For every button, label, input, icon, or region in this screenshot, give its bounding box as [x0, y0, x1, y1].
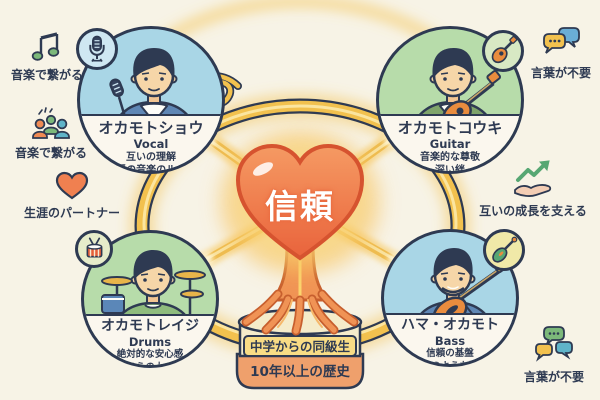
heart-icon	[55, 171, 89, 200]
music-note-icon	[31, 32, 60, 61]
foundation-line1: 中学からの同級生	[249, 339, 350, 354]
annotation-label: 言葉が不要	[523, 370, 584, 384]
member-circle-guitar: オカモトコウキ Guitar 音楽的な尊敬 深い絆	[376, 26, 524, 174]
annotation-label: 生涯のパートナー	[23, 206, 120, 220]
speech-bubbles-icon	[543, 27, 580, 54]
microphone-icon	[76, 28, 118, 70]
member-name: オカモトコウキ	[397, 119, 503, 137]
vocal-portrait	[109, 48, 198, 143]
speech-bubbles-icon	[535, 326, 573, 362]
member-trait: 絶対的な安心感	[116, 349, 184, 360]
people-icon	[32, 107, 70, 139]
member-name: ハマ・オカモト	[401, 317, 499, 333]
growth-hand-icon	[514, 160, 552, 197]
annotation-no-words-needed-top: 言葉が不要	[522, 24, 600, 81]
member-role: Guitar	[429, 137, 471, 151]
microphone-prop	[109, 78, 125, 97]
foundation-line2: 10年以上の歴史	[250, 364, 350, 380]
annotation-label: 言葉が不要	[530, 66, 591, 80]
member-trait: 深い絆	[435, 165, 465, 174]
member-role: Vocal	[133, 137, 169, 151]
annotation-label: 音楽で繋がる	[10, 68, 83, 82]
member-circle-vocal: オカモトショウ Vocal 互いの理解 共通の音楽のルーツ	[77, 26, 225, 174]
trust-heart-label: 信頼	[265, 187, 335, 226]
member-circle-drums: オカモトレイジ Drums 絶対的な安心感 手のひらの上の関係	[81, 230, 219, 368]
annotation-lifetime-partner: 生涯のパートナー	[14, 170, 130, 221]
drum-icon	[75, 230, 113, 268]
annotation-support-growth: 互いの成長を支える	[470, 158, 596, 219]
annotation-connected-by-music-2: 音楽で繋がる	[6, 106, 96, 161]
cymbals-prop	[101, 270, 206, 315]
member-trait: 手のひらの上の関係	[107, 361, 193, 368]
annotation-label: 互いの成長を支える	[479, 204, 587, 218]
member-trait: 信頼の基盤	[426, 348, 474, 359]
annotation-no-words-needed-bottom: 言葉が不要	[512, 324, 596, 385]
member-role: Bass	[434, 334, 466, 348]
bass-guitar-icon	[483, 229, 525, 271]
annotation-connected-by-music-1: 音楽で繋がる	[2, 26, 92, 83]
member-role: Drums	[128, 335, 172, 349]
member-trait: 音楽的な尊敬	[420, 152, 480, 163]
member-trait: 共通の音楽のルーツ	[106, 165, 196, 174]
member-trait: 互いの理解	[126, 152, 176, 163]
member-name: オカモトショウ	[98, 119, 204, 137]
trust-heart	[220, 130, 380, 274]
member-trait: 兄弟のような関係	[411, 360, 488, 367]
annotation-label: 音楽で繋がる	[14, 146, 87, 160]
acoustic-guitar-icon	[482, 30, 524, 72]
foundation-pedestal	[235, 308, 365, 390]
member-name: オカモトレイジ	[101, 318, 199, 334]
